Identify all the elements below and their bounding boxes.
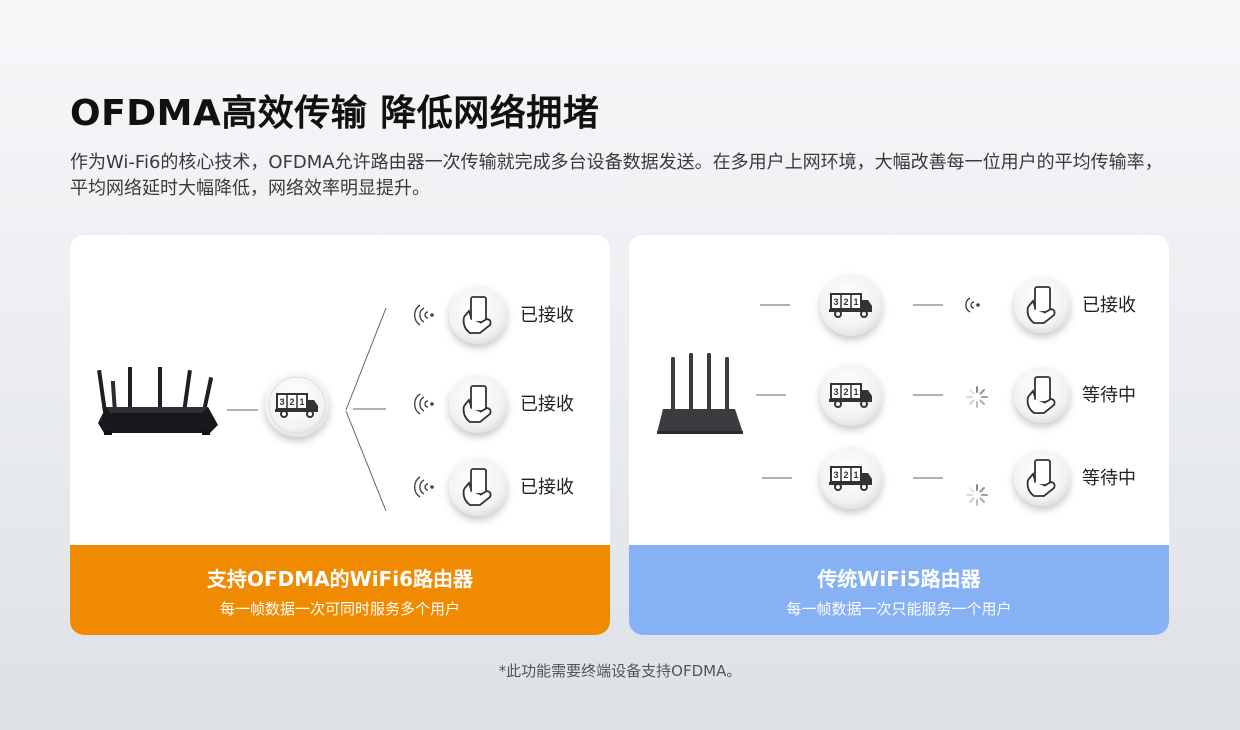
phone-disc xyxy=(1014,450,1070,506)
footer-subtitle: 每一帧数据一次只能服务一个用户 xyxy=(786,600,1012,618)
svg-text:3: 3 xyxy=(833,297,838,307)
svg-text:2: 2 xyxy=(843,297,848,307)
phone-disc xyxy=(1014,367,1070,423)
wifi6-card: 3 2 1 xyxy=(70,235,610,635)
wifi5-footer: 传统WiFi5路由器 每一帧数据一次只能服务一个用户 xyxy=(629,545,1169,635)
wifi-signal-icon xyxy=(965,297,980,313)
device-status: 已接收 xyxy=(520,394,574,415)
connector-line xyxy=(345,410,387,512)
footnote: *此功能需要终端设备支持OFDMA。 xyxy=(498,662,742,680)
phone-disc xyxy=(449,375,507,433)
hand-phone-icon xyxy=(462,296,492,334)
wifi-signal-icon xyxy=(414,393,434,415)
svg-text:1: 1 xyxy=(853,470,858,480)
device-status: 已接收 xyxy=(520,477,574,498)
data-truck-disc: 3 2 1 xyxy=(820,447,882,509)
phone-disc xyxy=(449,286,507,344)
wifi-signal-icon xyxy=(414,304,434,326)
truck-icon: 3 2 1 xyxy=(829,466,872,491)
wifi6-router-icon xyxy=(97,367,218,435)
hand-phone-icon xyxy=(1026,286,1056,324)
wifi5-router-icon xyxy=(657,353,743,434)
svg-text:3: 3 xyxy=(833,470,838,480)
data-truck-disc: 3 2 1 xyxy=(820,364,882,426)
svg-text:2: 2 xyxy=(843,387,848,397)
phone-disc xyxy=(1014,277,1070,333)
phone-disc xyxy=(449,458,507,516)
truck-label-3: 3 xyxy=(279,397,284,407)
device-status: 已接收 xyxy=(520,305,574,326)
connector-line xyxy=(345,307,387,411)
svg-text:1: 1 xyxy=(853,297,858,307)
device-status: 已接收 xyxy=(1082,295,1136,316)
wifi6-diagram: 3 2 1 xyxy=(97,286,507,516)
wifi-signal-icon xyxy=(414,476,434,498)
footer-title: 支持OFDMA的WiFi6路由器 xyxy=(207,567,473,591)
truck-icon: 3 2 1 xyxy=(829,293,872,318)
loading-spinner-icon xyxy=(966,484,988,506)
truck-label-1: 1 xyxy=(299,397,304,407)
data-truck-disc: 3 2 1 xyxy=(265,373,329,437)
wifi5-diagram: 3 2 1 3 2 1 xyxy=(657,274,1070,509)
device-status: 等待中 xyxy=(1082,385,1136,406)
truck-icon: 3 2 1 xyxy=(829,383,872,408)
hand-phone-icon xyxy=(462,385,492,423)
truck-icon: 3 2 1 xyxy=(275,393,318,418)
footer-subtitle: 每一帧数据一次可同时服务多个用户 xyxy=(219,600,460,618)
device-status: 等待中 xyxy=(1082,468,1136,489)
footer-title: 传统WiFi5路由器 xyxy=(817,567,981,591)
hand-phone-icon xyxy=(462,468,492,506)
svg-text:1: 1 xyxy=(853,387,858,397)
page-title: OFDMA高效传输 降低网络拥堵 xyxy=(70,93,600,134)
data-truck-disc: 3 2 1 xyxy=(820,274,882,336)
wifi6-footer: 支持OFDMA的WiFi6路由器 每一帧数据一次可同时服务多个用户 xyxy=(70,545,610,635)
svg-text:2: 2 xyxy=(843,470,848,480)
truck-label-2: 2 xyxy=(289,397,294,407)
hand-phone-icon xyxy=(1026,376,1056,414)
wifi5-card: 3 2 1 3 2 1 xyxy=(629,235,1169,635)
page-description: 作为Wi-Fi6的核心技术，OFDMA允许路由器一次传输就完成多台设备数据发送。… xyxy=(70,152,1163,199)
hand-phone-icon xyxy=(1026,459,1056,497)
loading-spinner-icon xyxy=(966,386,988,408)
svg-text:3: 3 xyxy=(833,387,838,397)
